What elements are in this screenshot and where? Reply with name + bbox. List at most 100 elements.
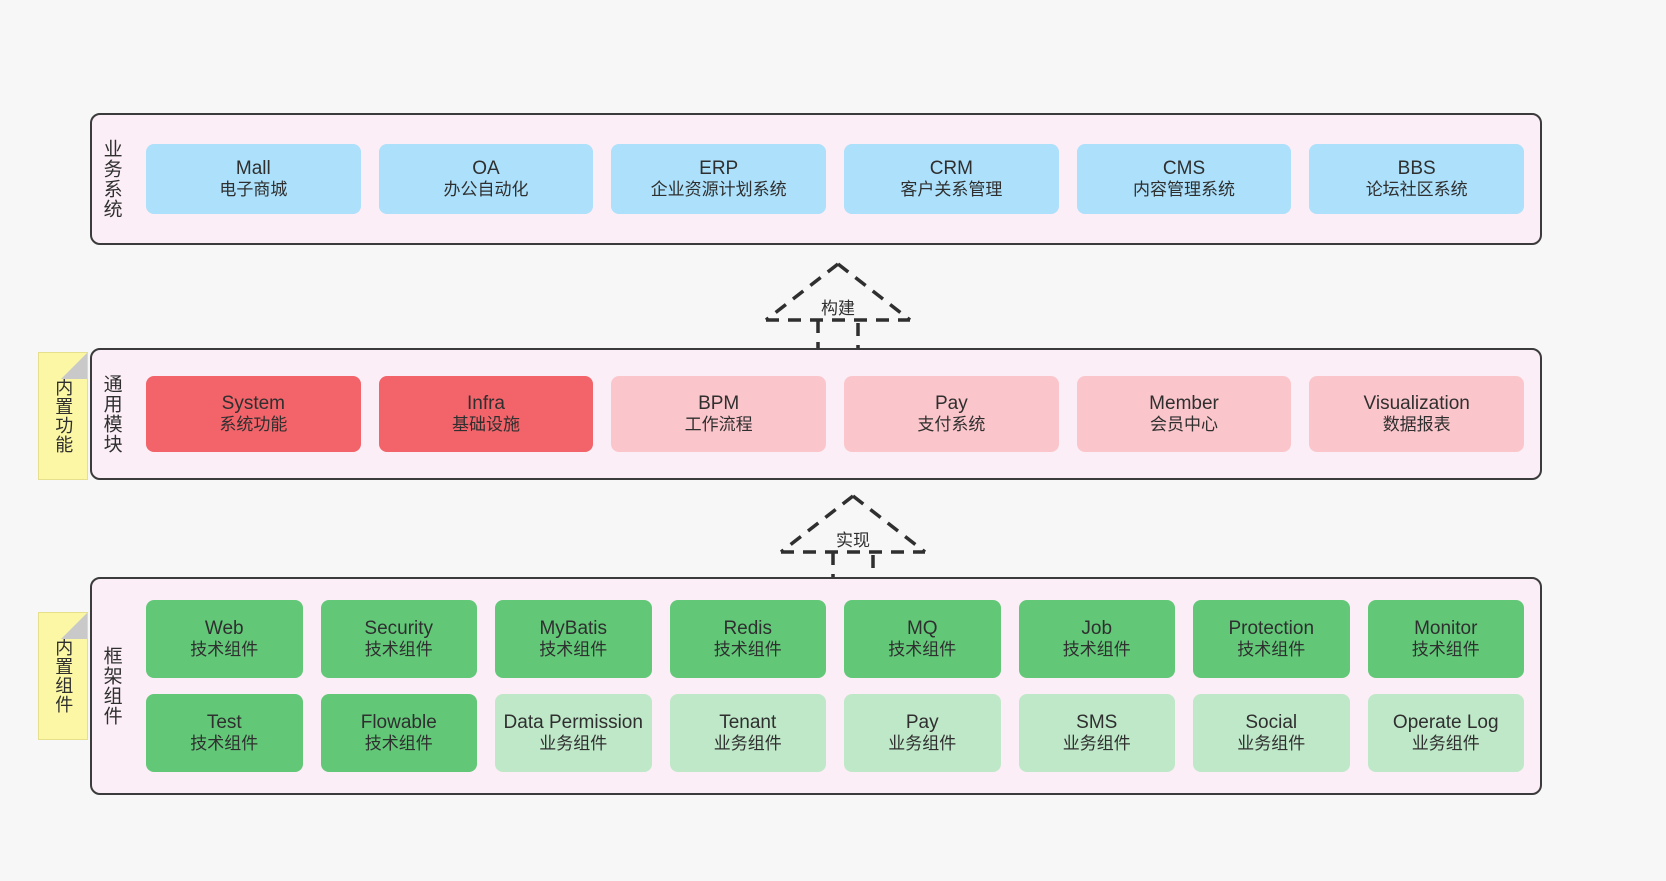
card-title: Monitor <box>1414 618 1478 640</box>
card-title: Job <box>1081 618 1113 640</box>
card-subtitle: 技术组件 <box>713 640 782 660</box>
card-bpm[interactable]: BPM 工作流程 <box>611 376 827 452</box>
card-protection[interactable]: Protection 技术组件 <box>1193 600 1350 678</box>
card-title: Tenant <box>719 712 777 734</box>
connector-build: 构建 <box>763 258 913 354</box>
card-subtitle: 数据报表 <box>1382 415 1451 435</box>
card-subtitle: 业务组件 <box>1237 734 1306 754</box>
card-flowable[interactable]: Flowable 技术组件 <box>320 694 477 772</box>
card-pay-component[interactable]: Pay 业务组件 <box>844 694 1001 772</box>
card-subtitle: 技术组件 <box>364 734 433 754</box>
card-subtitle: 技术组件 <box>190 640 259 660</box>
card-title: Flowable <box>360 712 437 734</box>
card-subtitle: 办公自动化 <box>443 180 529 200</box>
card-row: Web 技术组件 Security 技术组件 MyBatis 技术组件 Redi… <box>146 600 1524 678</box>
layer-title-business: 业务系统 <box>100 139 122 219</box>
card-system[interactable]: System 系统功能 <box>146 376 361 452</box>
note-label: 内置组件 <box>53 638 74 714</box>
card-operate-log[interactable]: Operate Log 业务组件 <box>1367 694 1524 772</box>
card-crm[interactable]: CRM 客户关系管理 <box>844 144 1059 214</box>
card-data-permission[interactable]: Data Permission 业务组件 <box>495 694 652 772</box>
layer-framework-component: 框架组件 Web 技术组件 Security 技术组件 MyBatis 技术组件… <box>90 577 1542 795</box>
card-subtitle: 技术组件 <box>190 734 259 754</box>
card-pay[interactable]: Pay 支付系统 <box>844 376 1059 452</box>
card-title: SMS <box>1076 712 1118 734</box>
card-monitor[interactable]: Monitor 技术组件 <box>1367 600 1524 678</box>
card-title: Test <box>206 712 242 734</box>
card-social[interactable]: Social 业务组件 <box>1193 694 1350 772</box>
card-title: BPM <box>698 393 740 415</box>
card-subtitle: 基础设施 <box>452 415 520 435</box>
layer-title-common: 通用模块 <box>100 374 122 454</box>
card-oa[interactable]: OA 办公自动化 <box>378 144 594 214</box>
card-subtitle: 业务组件 <box>713 734 782 754</box>
card-visualization[interactable]: Visualization 数据报表 <box>1309 376 1525 452</box>
card-title: Redis <box>723 618 773 640</box>
card-subtitle: 支付系统 <box>917 415 986 435</box>
card-title: Infra <box>466 393 506 415</box>
card-subtitle: 技术组件 <box>1237 640 1306 660</box>
layer-body-business: Mall 电子商城 OA 办公自动化 ERP 企业资源计划系统 CRM 客户关系… <box>130 115 1540 243</box>
card-title: Pay <box>934 393 968 415</box>
card-row: Mall 电子商城 OA 办公自动化 ERP 企业资源计划系统 CRM 客户关系… <box>146 144 1525 214</box>
card-title: Member <box>1149 393 1219 415</box>
connector-implement: 实现 <box>778 490 928 586</box>
card-subtitle: 工作流程 <box>684 415 753 435</box>
card-infra[interactable]: Infra 基础设施 <box>378 376 594 452</box>
card-cms[interactable]: CMS 内容管理系统 <box>1076 144 1292 214</box>
card-subtitle: 业务组件 <box>1411 734 1480 754</box>
card-subtitle: 企业资源计划系统 <box>650 180 787 200</box>
card-title: CRM <box>929 158 973 180</box>
card-title: Data Permission <box>503 712 643 734</box>
card-subtitle: 技术组件 <box>539 640 608 660</box>
card-bbs[interactable]: BBS 论坛社区系统 <box>1309 144 1525 214</box>
card-title: MyBatis <box>539 618 608 640</box>
layer-title-framework: 框架组件 <box>100 646 122 726</box>
card-title: CMS <box>1162 158 1206 180</box>
card-subtitle: 技术组件 <box>364 640 433 660</box>
card-security[interactable]: Security 技术组件 <box>320 600 477 678</box>
card-subtitle: 会员中心 <box>1150 415 1219 435</box>
card-subtitle: 电子商城 <box>219 180 288 200</box>
card-title: Pay <box>905 712 939 734</box>
card-tenant[interactable]: Tenant 业务组件 <box>669 694 826 772</box>
card-title: MQ <box>906 618 938 640</box>
card-job[interactable]: Job 技术组件 <box>1018 600 1175 678</box>
connector-label-implement: 实现 <box>836 531 870 550</box>
card-title: Mall <box>235 158 271 180</box>
card-title: Social <box>1245 712 1298 734</box>
note-label: 内置功能 <box>53 378 74 454</box>
card-mq[interactable]: MQ 技术组件 <box>844 600 1001 678</box>
card-subtitle: 论坛社区系统 <box>1365 180 1468 200</box>
card-subtitle: 内容管理系统 <box>1133 180 1236 200</box>
card-test[interactable]: Test 技术组件 <box>146 694 303 772</box>
card-subtitle: 系统功能 <box>219 415 288 435</box>
card-title: Operate Log <box>1392 712 1499 734</box>
layer-body-framework: Web 技术组件 Security 技术组件 MyBatis 技术组件 Redi… <box>130 579 1540 793</box>
layer-business-system: 业务系统 Mall 电子商城 OA 办公自动化 ERP 企业资源计划系统 CRM… <box>90 113 1542 245</box>
card-member[interactable]: Member 会员中心 <box>1076 376 1292 452</box>
note-builtin-component: 内置组件 <box>38 612 88 740</box>
card-erp[interactable]: ERP 企业资源计划系统 <box>611 144 827 214</box>
card-mybatis[interactable]: MyBatis 技术组件 <box>495 600 652 678</box>
card-title: Visualization <box>1363 393 1470 415</box>
card-title: BBS <box>1397 158 1436 180</box>
card-title: OA <box>472 158 500 180</box>
card-title: System <box>221 393 286 415</box>
card-title: Protection <box>1228 618 1315 640</box>
card-redis[interactable]: Redis 技术组件 <box>669 600 826 678</box>
card-subtitle: 客户关系管理 <box>900 180 1003 200</box>
card-subtitle: 技术组件 <box>1411 640 1480 660</box>
layer-body-common: System 系统功能 Infra 基础设施 BPM 工作流程 Pay 支付系统… <box>130 350 1540 478</box>
card-title: Web <box>204 618 244 640</box>
card-subtitle: 业务组件 <box>539 734 608 754</box>
note-builtin-function: 内置功能 <box>38 352 88 480</box>
card-title: ERP <box>699 158 739 180</box>
card-subtitle: 业务组件 <box>888 734 957 754</box>
card-web[interactable]: Web 技术组件 <box>146 600 303 678</box>
card-subtitle: 业务组件 <box>1062 734 1131 754</box>
card-sms[interactable]: SMS 业务组件 <box>1018 694 1175 772</box>
card-subtitle: 技术组件 <box>888 640 957 660</box>
card-mall[interactable]: Mall 电子商城 <box>146 144 361 214</box>
connector-label-build: 构建 <box>821 299 855 318</box>
